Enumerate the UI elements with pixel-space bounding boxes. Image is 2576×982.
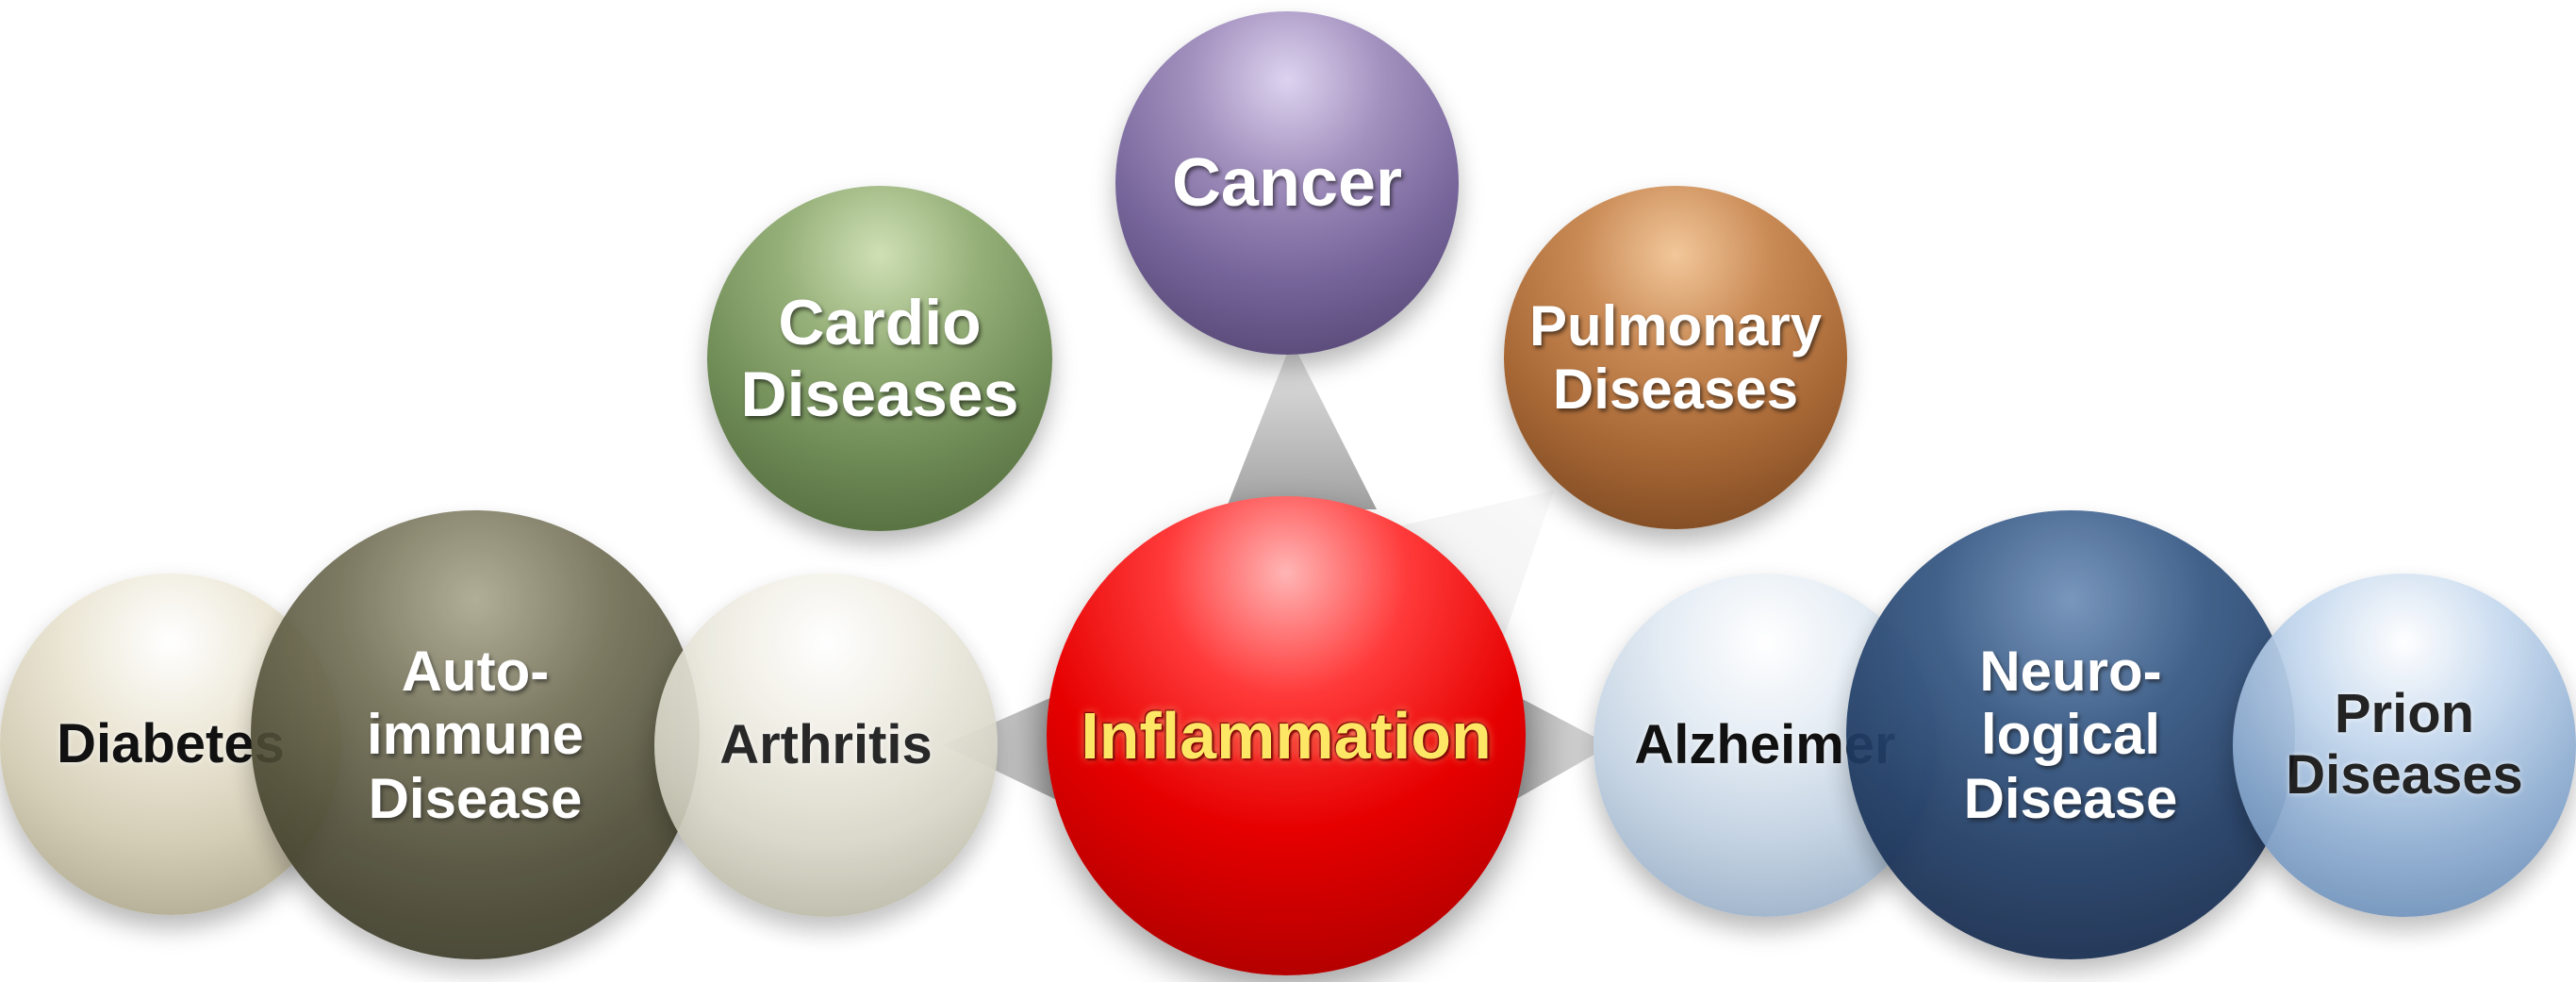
neurological-disease-node: Neuro- logical Disease bbox=[1846, 510, 2295, 959]
pulmonary-diseases-label: Pulmonary Diseases bbox=[1529, 294, 1822, 421]
cardio-diseases-label: Cardio Diseases bbox=[741, 287, 1019, 430]
cancer-node: Cancer bbox=[1115, 11, 1459, 355]
arthritis-label: Arthritis bbox=[719, 715, 933, 776]
cardio-diseases-node: Cardio Diseases bbox=[707, 186, 1052, 531]
connector-to-cancer bbox=[1226, 341, 1377, 509]
prion-diseases-label: Prion Diseases bbox=[2286, 684, 2523, 807]
inflammation-label: Inflammation bbox=[1081, 699, 1492, 773]
prion-diseases-node: Prion Diseases bbox=[2233, 574, 2576, 917]
inflammation-node: Inflammation bbox=[1047, 496, 1526, 975]
pulmonary-diseases-node: Pulmonary Diseases bbox=[1504, 186, 1847, 529]
arthritis-node: Arthritis bbox=[654, 574, 998, 917]
autoimmune-disease-label: Auto- immune Disease bbox=[367, 640, 584, 830]
neurological-disease-label: Neuro- logical Disease bbox=[1964, 640, 2178, 830]
autoimmune-disease-node: Auto- immune Disease bbox=[251, 510, 700, 959]
cancer-label: Cancer bbox=[1172, 145, 1402, 222]
